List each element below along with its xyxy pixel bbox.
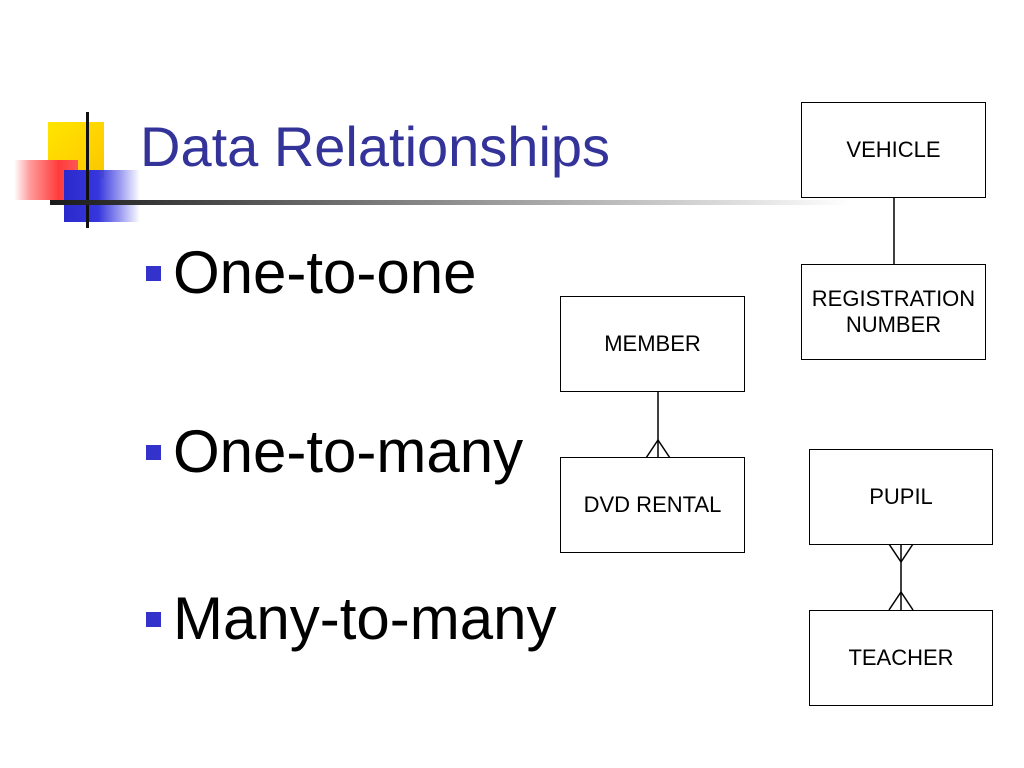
entity-pupil: PUPIL bbox=[809, 449, 993, 545]
entity-dvd-rental: DVD RENTAL bbox=[560, 457, 745, 553]
bullet-label: One-to-many bbox=[173, 418, 524, 485]
decor-blue-square bbox=[64, 170, 140, 222]
bullet-one-to-many: One-to-many bbox=[146, 417, 523, 487]
decor-vertical-line bbox=[86, 112, 89, 228]
entity-vehicle: VEHICLE bbox=[801, 102, 986, 198]
entity-member: MEMBER bbox=[560, 296, 745, 392]
bullet-one-to-one: One-to-one bbox=[146, 238, 477, 308]
entity-registration-number: REGISTRATION NUMBER bbox=[801, 264, 986, 360]
title-underline bbox=[50, 200, 850, 205]
bullet-label: Many-to-many bbox=[173, 585, 557, 652]
connector-member-dvd-rental bbox=[645, 391, 671, 459]
slide-title: Data Relationships bbox=[140, 115, 611, 178]
bullet-square-icon bbox=[146, 265, 161, 281]
connector-pupil-teacher bbox=[888, 543, 914, 611]
bullet-square-icon bbox=[146, 444, 161, 460]
bullet-label: One-to-one bbox=[173, 239, 477, 306]
bullet-square-icon bbox=[146, 611, 161, 627]
bullet-many-to-many: Many-to-many bbox=[146, 584, 556, 654]
entity-teacher: TEACHER bbox=[809, 610, 993, 706]
